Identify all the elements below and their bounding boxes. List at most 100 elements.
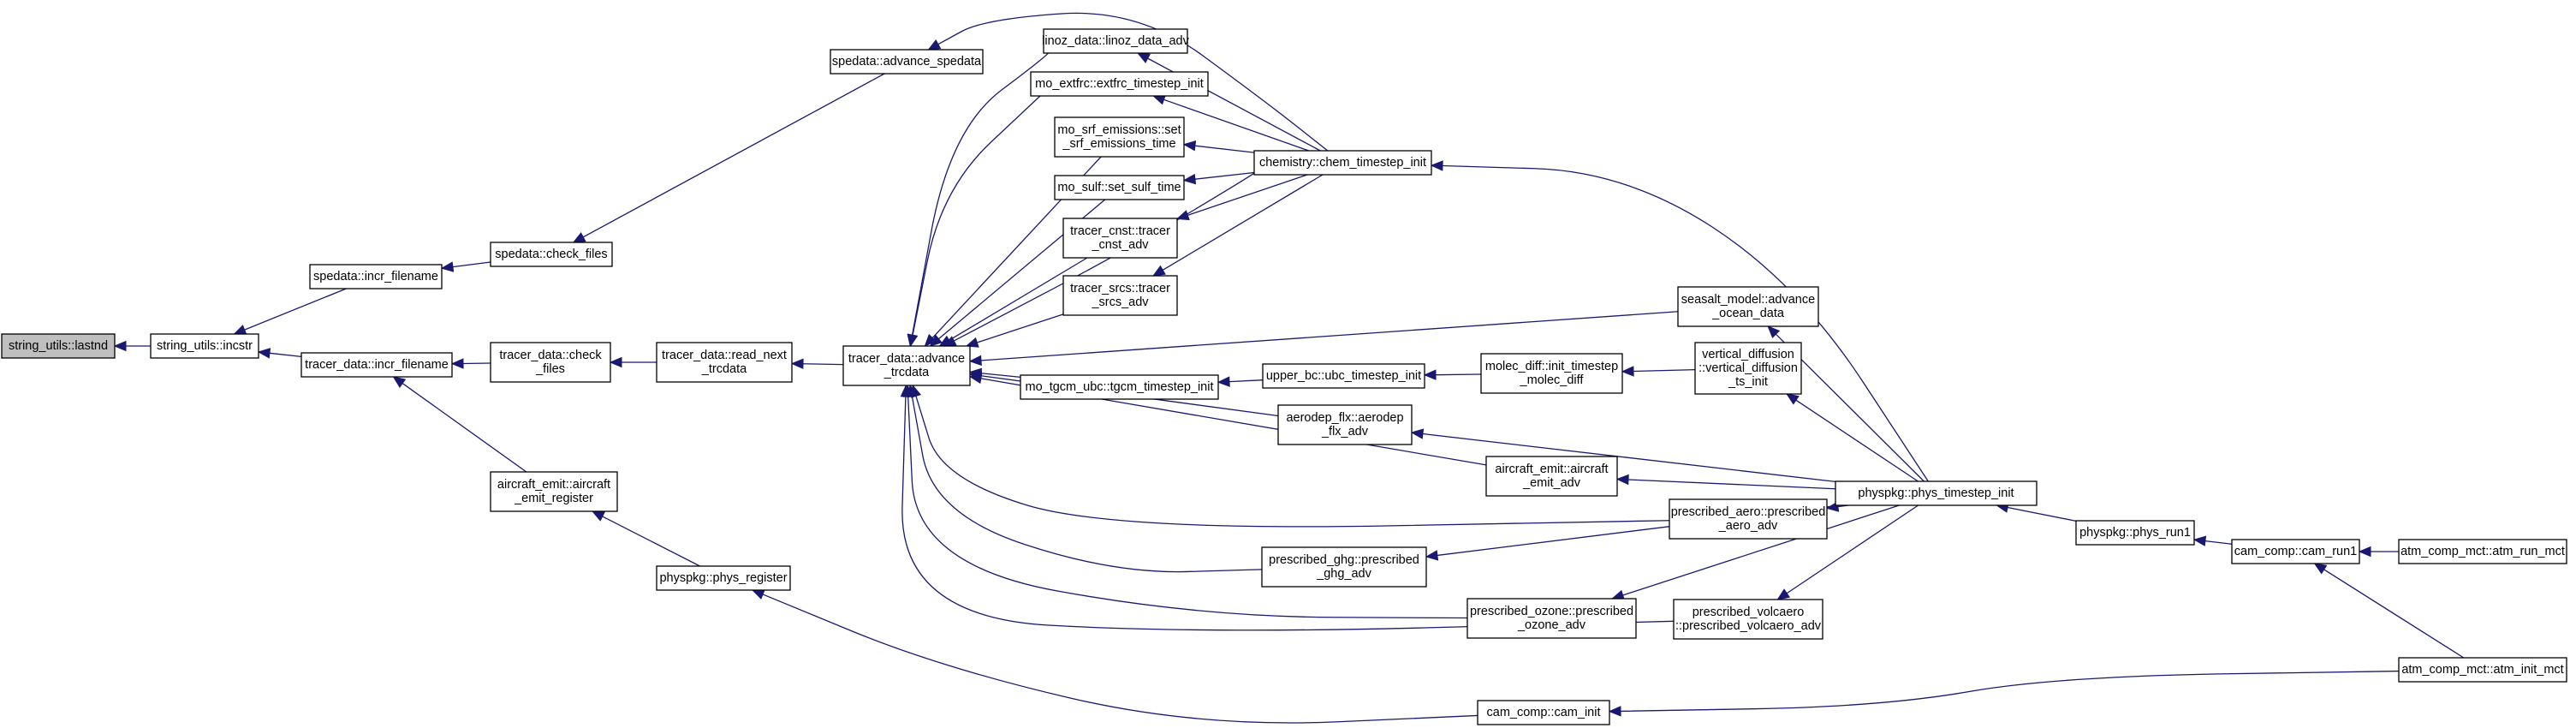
node-phys-ts[interactable]: physpkg::phys_timestep_init: [1835, 480, 2038, 506]
arrowhead-icon: [1425, 550, 1439, 561]
edge-line: [1187, 174, 1308, 216]
edge-line: [1194, 171, 1255, 180]
arrowhead-icon: [924, 333, 937, 347]
node-label: _ghg_adv: [1316, 567, 1371, 581]
arrowhead-icon: [968, 355, 982, 367]
edge-line: [1633, 368, 1696, 373]
node-chem[interactable]: chemistry::chem_timestep_init: [1253, 150, 1432, 176]
edge-line: [907, 396, 1468, 619]
node-box: [1062, 218, 1178, 259]
node-label: string_utils::incstr: [157, 339, 253, 353]
arrowhead-icon: [965, 337, 979, 348]
node-label: spedata::check_files: [495, 248, 607, 261]
node-aero[interactable]: prescribed_aero::prescribed_aero_adv: [1669, 498, 1828, 540]
edge-line: [1795, 399, 1919, 482]
edge-line: [1627, 479, 1836, 490]
call-edge: [591, 510, 700, 567]
node-cam-run1[interactable]: cam_comp::cam_run1: [2231, 539, 2360, 564]
node-box: [490, 471, 618, 512]
node-cnst[interactable]: tracer_cnst::tracer_cnst_adv: [1062, 218, 1178, 259]
arrowhead-icon: [1423, 369, 1437, 380]
node-label: cam_comp::cam_init: [1487, 706, 1601, 719]
node-ac-adv[interactable]: aircraft_emit::aircraft_emit_adv: [1485, 456, 1618, 497]
node-label: aircraft_emit::aircraft: [497, 478, 610, 492]
call-edge: [2313, 563, 2465, 659]
node-box: [1030, 71, 1209, 97]
arrowhead-icon: [1621, 366, 1634, 377]
node-label: ::prescribed_volcaero_adv: [1675, 619, 1822, 633]
node-tr-incr[interactable]: tracer_data::incr_filename: [300, 352, 453, 378]
node-label: _aero_adv: [1718, 519, 1778, 533]
node-box: [656, 342, 793, 383]
node-label: mo_tgcm_ubc::tgcm_timestep_init: [1025, 380, 1213, 394]
node-label: _cnst_adv: [1091, 238, 1149, 252]
call-edge: [790, 358, 844, 369]
node-phys-run1[interactable]: physpkg::phys_run1: [2075, 520, 2195, 546]
node-label: physpkg::phys_timestep_init: [1858, 486, 2014, 500]
node-molec[interactable]: molec_diff::init_timestep_molec_diff: [1480, 353, 1623, 394]
edge-line: [2323, 569, 2465, 659]
call-nodes: string_utils::lastnd string_utils::incstr…: [1, 28, 2567, 725]
arrowhead-icon: [609, 356, 622, 368]
node-linoz[interactable]: linoz_data::linoz_data_adv: [1042, 28, 1190, 54]
node-label: upper_bc::ubc_timestep_init: [1266, 369, 1421, 383]
edge-line: [977, 313, 1064, 343]
node-label: _files: [535, 362, 565, 376]
call-edge: [1430, 160, 1929, 482]
arrowhead-icon: [929, 334, 943, 347]
edge-line: [602, 516, 700, 567]
node-srcs[interactable]: tracer_srcs::tracer_srcs_adv: [1062, 275, 1178, 316]
node-label: molec_diff::init_timestep: [1485, 360, 1618, 373]
arrowhead-icon: [392, 376, 407, 388]
arrowhead-icon: [450, 358, 464, 369]
node-label: _srf_emissions_time: [1062, 137, 1175, 151]
node-ozone[interactable]: prescribed_ozone::prescribed_ozone_adv: [1466, 598, 1637, 639]
call-edge: [1615, 474, 1836, 490]
node-box: [656, 565, 791, 591]
arrowhead-icon: [751, 589, 765, 600]
node-ubc[interactable]: upper_bc::ubc_timestep_init: [1262, 363, 1425, 389]
node-read-next[interactable]: tracer_data::read_next_trcdata: [656, 342, 793, 383]
node-tgcm[interactable]: mo_tgcm_ubc::tgcm_timestep_init: [1020, 374, 1219, 400]
node-atm-run[interactable]: atm_comp_mct::atm_run_mct: [2398, 539, 2567, 564]
node-seasalt[interactable]: seasalt_model::advance_ocean_data: [1677, 286, 1819, 327]
call-edge: [2192, 535, 2233, 546]
node-adv-trc[interactable]: tracer_data::advance_trcdata: [842, 345, 971, 386]
arrowhead-icon: [1767, 325, 1781, 338]
node-sp-incr[interactable]: spedata::incr_filename: [309, 264, 443, 289]
node-ac-reg[interactable]: aircraft_emit::aircraft_emit_register: [490, 471, 618, 512]
node-atm-init[interactable]: atm_comp_mct::atm_init_mct: [2398, 657, 2567, 683]
call-edge: [1182, 140, 1255, 153]
node-vdiff[interactable]: vertical_diffusion::vertical_diffusion_t…: [1694, 342, 1802, 395]
node-phys-reg[interactable]: physpkg::phys_register: [656, 565, 791, 591]
node-aerodep[interactable]: aerodep_flx::aerodep_flx_adv: [1277, 404, 1413, 445]
node-incstr[interactable]: string_utils::incstr: [150, 333, 259, 359]
arrowhead-icon: [1217, 376, 1230, 387]
node-cam-init[interactable]: cam_comp::cam_init: [1477, 700, 1610, 725]
node-box: [1835, 480, 2038, 506]
node-tr-check[interactable]: tracer_data::check_files: [490, 342, 611, 383]
node-box: [1673, 599, 1823, 640]
node-lastnd[interactable]: string_utils::lastnd: [1, 333, 116, 359]
node-sulf[interactable]: mo_sulf::set_sulf_time: [1054, 175, 1185, 200]
call-edge: [968, 311, 1679, 367]
edge-line: [1229, 379, 1264, 383]
node-box: [1043, 28, 1188, 54]
arrowhead-icon: [233, 325, 247, 335]
call-edge: [751, 589, 1478, 724]
arrowhead-icon: [900, 384, 912, 397]
node-extfrc[interactable]: mo_extfrc::extfrc_timestep_init: [1030, 71, 1209, 97]
arrowhead-icon: [2192, 535, 2207, 546]
node-sp-adv[interactable]: spedata::advance_spedata: [830, 49, 984, 75]
node-box: [300, 352, 453, 378]
node-sp-check[interactable]: spedata::check_files: [490, 242, 613, 267]
edge-line: [802, 363, 844, 366]
call-edge: [907, 384, 1263, 573]
node-box: [1062, 275, 1178, 316]
arrowhead-icon: [1608, 706, 1621, 717]
arrowhead-icon: [907, 333, 919, 348]
node-srf[interactable]: mo_srf_emissions::set_srf_emissions_time: [1054, 116, 1185, 158]
node-ghg[interactable]: prescribed_ghg::prescribed_ghg_adv: [1261, 546, 1427, 588]
node-volc[interactable]: prescribed_volcaero::prescribed_volcaero…: [1673, 599, 1823, 640]
